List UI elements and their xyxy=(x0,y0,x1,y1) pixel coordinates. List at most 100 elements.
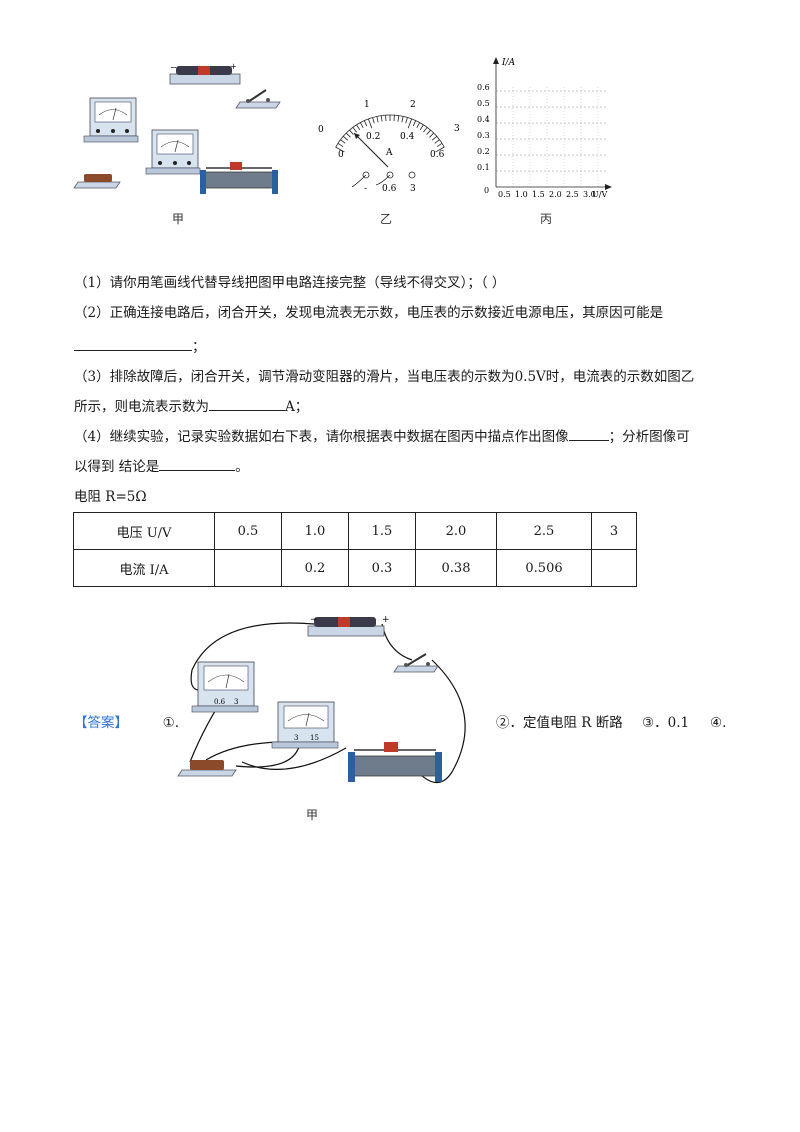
answer-part-4: ④. xyxy=(710,715,727,731)
answer-blank[interactable] xyxy=(209,396,285,411)
dial-tick xyxy=(340,139,346,144)
question-4-post: ；分析图像可 xyxy=(608,429,690,445)
table-cell: 3 xyxy=(591,512,637,550)
dial-tick xyxy=(345,132,351,138)
dial-unit: A xyxy=(385,148,393,158)
voltmeter-terminal-15: 15 xyxy=(310,734,319,742)
y-tick: 0.1 xyxy=(477,163,490,172)
dial-tick xyxy=(356,124,361,131)
dial-tick xyxy=(342,135,349,141)
question-3-pre: 所示，则电流表示数为 xyxy=(74,399,209,415)
dial-tick xyxy=(405,117,408,124)
table-header-cell: 电流 I/A xyxy=(73,549,215,587)
dial-tick xyxy=(407,118,412,129)
dial-tick xyxy=(434,139,440,144)
table-cell: 0.38 xyxy=(415,549,497,587)
graph-x-ticks: 0.5 1.0 1.5 2.0 2.5 3.0 xyxy=(498,190,596,199)
dial-bottom-labels: 0 0.2 0.4 0.6 xyxy=(338,132,445,160)
switch-icon xyxy=(235,89,281,109)
figure-jia-caption: 甲 xyxy=(172,212,185,226)
table-cell: 0.3 xyxy=(348,549,416,587)
question-2-line1: （2）正确连接电路后，闭合开关，发现电流表无示数，电压表的示数接近电源电压，其原… xyxy=(74,305,664,321)
dial-bottom-label-2: 0.4 xyxy=(400,132,415,142)
dial-tick xyxy=(431,135,438,141)
dial-tick xyxy=(363,120,368,127)
figure-bing-caption: 丙 xyxy=(540,212,553,226)
graph-x-label: U/V xyxy=(592,190,607,199)
table-header-cell: 电压 U/V xyxy=(73,512,215,550)
table-cell xyxy=(214,549,282,587)
dial-arc xyxy=(335,114,445,148)
answer-part-1: ①. xyxy=(162,715,179,731)
dial-tick xyxy=(360,122,364,129)
question-4-pre: （4）继续实验，记录实验数据如右下表，请你根据表中数据在图丙中描点作出图像 xyxy=(74,429,569,445)
dial-top-label-1: 1 xyxy=(364,100,370,110)
table-cell: 0.2 xyxy=(281,549,349,587)
dial-tick xyxy=(419,124,424,131)
y-tick: 0.2 xyxy=(477,147,490,156)
dial-tick xyxy=(352,127,357,133)
graph-y-ticks: 0.6 0.5 0.4 0.3 0.2 0.1 xyxy=(477,83,490,172)
answer-blank[interactable] xyxy=(74,336,192,351)
y-tick: 0.6 xyxy=(477,83,490,92)
dial-top-labels: 0 1 2 3 xyxy=(318,100,460,135)
dial-tick xyxy=(435,146,445,153)
dial-tick xyxy=(349,129,354,135)
dial-tick xyxy=(380,115,383,122)
voltmeter-icon: 3 15 xyxy=(271,701,339,749)
x-tick: 1.0 xyxy=(515,190,528,199)
table-cell: 1.5 xyxy=(348,512,416,550)
question-1: （1）请你用笔画线代替导线把图甲电路连接完整（导线不得交叉）；（ ） xyxy=(74,275,506,291)
question-2-line2: ； xyxy=(74,336,206,358)
dial-tick xyxy=(401,116,404,123)
voltmeter-terminal-3: 3 xyxy=(294,734,298,742)
table-cell xyxy=(591,549,637,587)
answer-line: 【答案】 ①. xyxy=(74,712,179,734)
x-tick: 0.5 xyxy=(498,190,511,199)
table-cell: 2.5 xyxy=(496,512,592,550)
answer-part-3: ③．0.1 xyxy=(642,715,690,731)
graph-grid xyxy=(496,85,608,187)
resistance-note: 电阻 R=5Ω xyxy=(74,489,147,505)
question-4-line1: （4）继续实验，记录实验数据如右下表，请你根据表中数据在图丙中描点作出图像 ；分析… xyxy=(74,426,690,448)
y-tick: 0.4 xyxy=(477,115,490,124)
dial-ticks xyxy=(335,114,445,153)
svg-text:−: − xyxy=(310,615,318,625)
dial-tick xyxy=(368,118,373,129)
question-4-line2: 以得到 结论是。 xyxy=(74,456,249,478)
graph-origin: 0 xyxy=(484,186,489,195)
answer-blank[interactable] xyxy=(159,456,236,471)
figure-bing-graph: I/A U/V 0 0.6 0.5 0.4 0.3 0.2 0.1 0.5 1.… xyxy=(477,57,612,199)
dial-tick xyxy=(337,143,344,147)
battery-icon: − + xyxy=(169,62,241,85)
y-tick: 0.3 xyxy=(477,131,490,140)
dial-bottom-label-0: 0 xyxy=(338,150,344,160)
dial-bottom-label-1: 0.2 xyxy=(366,132,380,142)
x-tick: 3.0 xyxy=(583,190,596,199)
resistor-icon xyxy=(73,174,121,189)
answer-blank[interactable] xyxy=(568,426,609,441)
table-row: 电流 I/A 0.2 0.3 0.38 0.506 xyxy=(73,549,637,587)
dial-terminal-06: 0.6 xyxy=(382,184,397,194)
rheostat-icon xyxy=(348,742,442,782)
rheostat-icon xyxy=(200,162,278,194)
ammeter-icon: 0.6 3 xyxy=(191,661,259,713)
x-tick: 2.5 xyxy=(566,190,579,199)
ammeter-terminal-06: 0.6 xyxy=(214,698,226,706)
ammeter-icon xyxy=(83,97,139,143)
figure-yi-ammeter-dial: 0 1 2 3 0 0.2 0.4 0.6 A - 0.6 3 xyxy=(318,100,460,194)
answer-label: 【答案】 xyxy=(74,715,128,731)
table-cell: 0.506 xyxy=(496,549,592,587)
table-cell: 2.0 xyxy=(415,512,497,550)
resistor-icon xyxy=(177,760,237,777)
answer-circuit-figure: − + 0.6 3 3 15 xyxy=(177,615,466,784)
dial-top-label-0: 0 xyxy=(318,125,324,135)
dial-tick xyxy=(429,132,435,138)
answer-figure-caption: 甲 xyxy=(306,808,319,822)
dial-top-label-3: 3 xyxy=(454,124,460,134)
dial-tick xyxy=(397,115,400,122)
data-table: 电压 U/V 0.5 1.0 1.5 2.0 2.5 3 电流 I/A 0.2 … xyxy=(73,512,637,587)
table-cell: 1.0 xyxy=(281,512,349,550)
dial-terminal-3: 3 xyxy=(410,184,416,194)
